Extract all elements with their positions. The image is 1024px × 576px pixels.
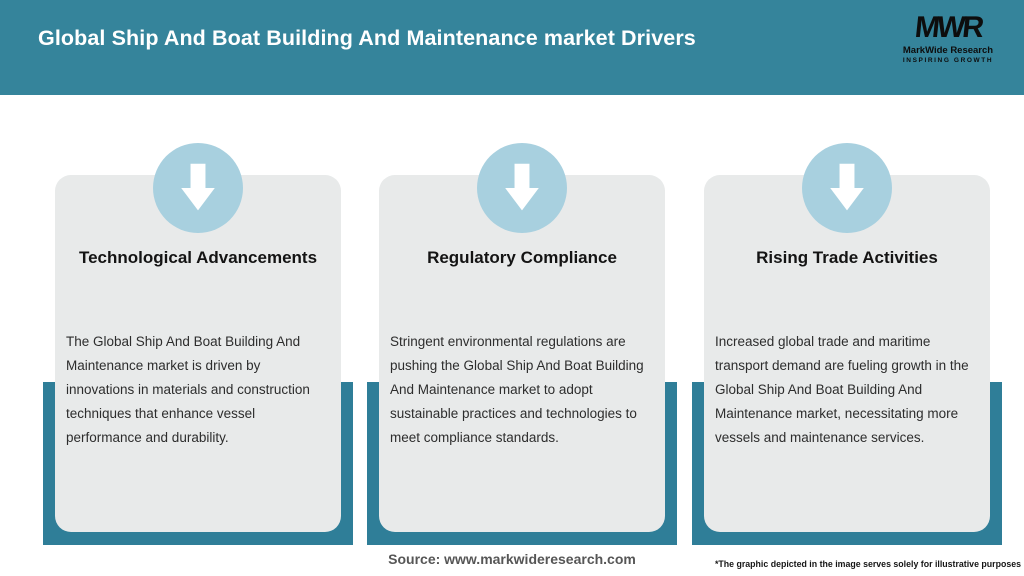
driver-card: Technological Advancements The Global Sh… (55, 175, 341, 532)
arrow-circle-badge (802, 143, 892, 233)
card-title: Technological Advancements (78, 248, 318, 267)
driver-card: Regulatory Compliance Stringent environm… (379, 175, 665, 532)
page-title: Global Ship And Boat Building And Mainte… (38, 26, 696, 50)
logo-tagline: INSPIRING GROWTH (902, 56, 994, 64)
markwide-logo: MWR MarkWide Research INSPIRING GROWTH (892, 11, 1004, 64)
card-title: Rising Trade Activities (756, 248, 938, 267)
down-arrow-icon (181, 163, 215, 211)
driver-column-3: Rising Trade Activities Increased global… (692, 143, 1002, 545)
card-title: Regulatory Compliance (427, 248, 617, 267)
source-text: Source: www.markwideresearch.com (388, 551, 636, 567)
down-arrow-icon (505, 163, 539, 211)
card-description: Increased global trade and maritime tran… (715, 334, 969, 445)
header: Global Ship And Boat Building And Mainte… (0, 0, 1024, 95)
card-description: Stringent environmental regulations are … (390, 334, 644, 445)
card-description: The Global Ship And Boat Building And Ma… (66, 334, 310, 445)
down-arrow-icon (830, 163, 864, 211)
driver-column-2: Regulatory Compliance Stringent environm… (367, 143, 677, 545)
disclaimer-text: *The graphic depicted in the image serve… (714, 559, 1021, 569)
logo-company-name: MarkWide Research (902, 45, 994, 56)
driver-column-1: Technological Advancements The Global Sh… (43, 143, 353, 545)
arrow-circle-badge (477, 143, 567, 233)
driver-card: Rising Trade Activities Increased global… (704, 175, 990, 532)
arrow-circle-badge (153, 143, 243, 233)
logo-monogram: MWR (913, 11, 983, 44)
